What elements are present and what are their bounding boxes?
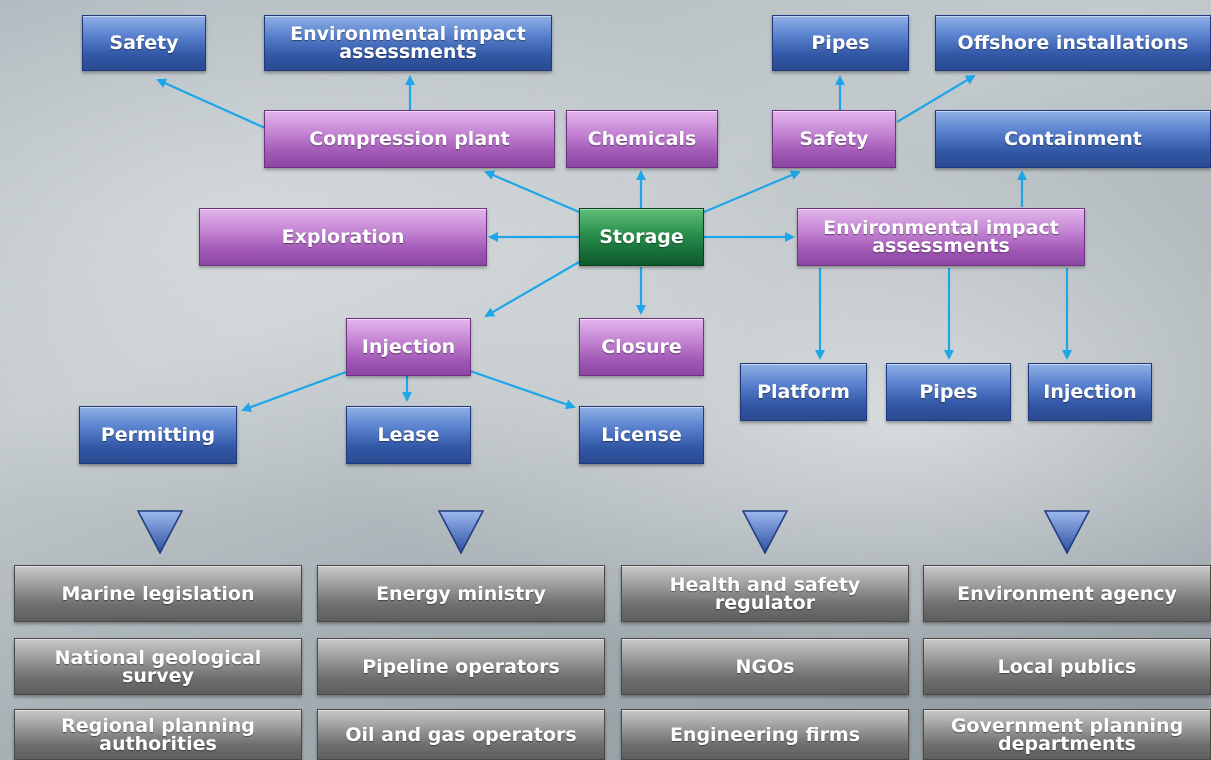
arrow-storage-injection xyxy=(484,261,580,318)
node-eia-top: Environmental impact assessments xyxy=(264,15,552,71)
stakeholder-box: Engineering firms xyxy=(621,709,909,760)
arrow-injection-license xyxy=(469,369,576,410)
stakeholder-box: Oil and gas operators xyxy=(317,709,605,760)
node-injection-center: Injection xyxy=(346,318,471,376)
arrow-storage-safety xyxy=(703,170,801,214)
stakeholder-box: Regional planning authorities xyxy=(14,709,302,760)
node-containment: Containment xyxy=(935,110,1211,168)
node-platform: Platform xyxy=(740,363,867,421)
node-injection-right: Injection xyxy=(1028,363,1152,421)
node-permitting: Permitting xyxy=(79,406,237,464)
node-safety-top: Safety xyxy=(82,15,206,71)
node-compression-plant: Compression plant xyxy=(264,110,555,168)
node-lease: Lease xyxy=(346,406,471,464)
stakeholder-box: Environment agency xyxy=(923,565,1211,622)
arrow-storage-compression xyxy=(484,170,580,214)
stakeholder-box: Local publics xyxy=(923,638,1211,695)
stakeholder-box: NGOs xyxy=(621,638,909,695)
stakeholder-box: Government planning departments xyxy=(923,709,1211,760)
node-pipes-right: Pipes xyxy=(886,363,1011,421)
stakeholder-box: National geological survey xyxy=(14,638,302,695)
node-storage: Storage xyxy=(579,208,704,266)
stakeholder-box: Energy ministry xyxy=(317,565,605,622)
triangle-down-icon xyxy=(438,510,484,554)
node-pipes-top: Pipes xyxy=(772,15,909,71)
stakeholder-box: Pipeline operators xyxy=(317,638,605,695)
node-safety-center: Safety xyxy=(772,110,896,168)
triangle-down-icon xyxy=(137,510,183,554)
arrow-injection-permitting xyxy=(241,370,347,412)
triangle-down-icon xyxy=(742,510,788,554)
node-closure: Closure xyxy=(579,318,704,376)
node-eia-center: Environmental impact assessments xyxy=(797,208,1085,266)
arrow-compression-safety xyxy=(156,78,266,130)
node-chemicals: Chemicals xyxy=(566,110,718,168)
stakeholder-box: Health and safety regulator xyxy=(621,565,909,622)
node-exploration: Exploration xyxy=(199,208,487,266)
node-offshore-installations: Offshore installations xyxy=(935,15,1211,71)
node-license: License xyxy=(579,406,704,464)
triangle-down-icon xyxy=(1044,510,1090,554)
arrow-safety-offshore xyxy=(896,74,976,123)
stakeholder-box: Marine legislation xyxy=(14,565,302,622)
